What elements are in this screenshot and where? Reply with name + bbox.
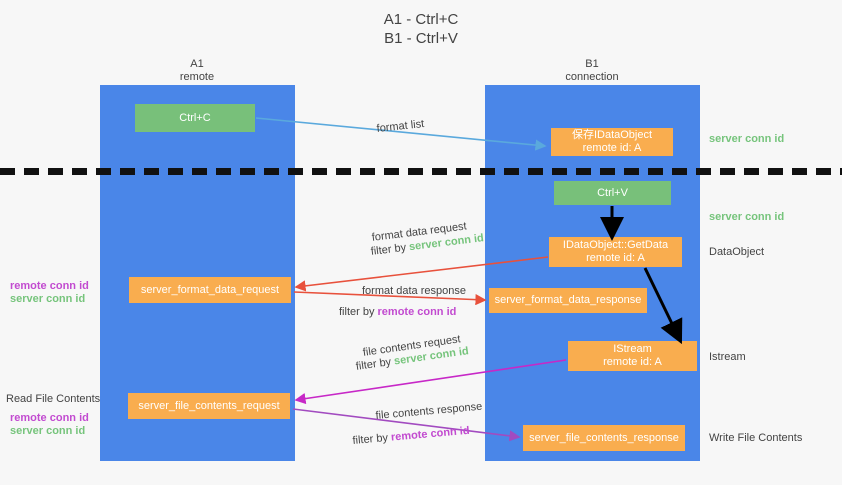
lane-b1-role: connection — [565, 71, 619, 83]
label-format-data-response: format data response — [362, 285, 466, 297]
label-format-data-response-filter: filter by remote conn id — [339, 305, 456, 320]
left-label-server-conn-id-bottom: server conn id — [10, 425, 86, 437]
box-server-format-data-request[interactable]: server_format_data_request — [129, 277, 291, 303]
dashed-divider — [0, 168, 842, 175]
lane-header-b1: B1 connection — [492, 58, 692, 84]
title-line-1: A1 - Ctrl+C — [383, 11, 459, 28]
filter-prefix: filter by — [355, 355, 395, 373]
box-idataobject-getdata-line1: IDataObject::GetData — [562, 239, 669, 251]
label-format-list: format list — [376, 118, 425, 135]
lane-a1-name: A1 — [190, 58, 204, 70]
box-istream-line2: remote id: A — [603, 356, 662, 368]
right-label-data-object: DataObject — [709, 246, 765, 258]
right-label-server-conn-id-mid: server conn id — [709, 211, 785, 223]
lane-a1-role: remote — [179, 71, 215, 83]
box-server-file-contents-response[interactable]: server_file_contents_response — [523, 425, 685, 451]
right-label-write-file-contents: Write File Contents — [709, 432, 803, 444]
box-ctrl-v[interactable]: Ctrl+V — [554, 181, 671, 205]
box-server-file-contents-request[interactable]: server_file_contents_request — [128, 393, 290, 419]
title-line-2: B1 - Ctrl+V — [384, 30, 458, 47]
lane-header-a1: A1 remote — [97, 58, 297, 84]
right-label-istream: Istream — [709, 351, 746, 363]
lane-b1-name: B1 — [585, 58, 599, 70]
filter-key-remote-conn-id: remote conn id — [377, 306, 457, 318]
left-label-remote-conn-id-mid: remote conn id — [10, 280, 89, 292]
box-server-format-data-response[interactable]: server_format_data_response — [489, 288, 647, 313]
box-server-format-data-response-label: server_format_data_response — [494, 294, 642, 306]
left-label-server-conn-id-mid: server conn id — [10, 293, 86, 305]
box-ole-set-clipboard-line2: remote id: A — [582, 142, 642, 154]
right-label-server-conn-id-top: server conn id — [709, 133, 785, 145]
box-server-format-data-request-label: server_format_data_request — [140, 283, 280, 296]
box-ole-set-clipboard[interactable]: 保存IDataObject remote id: A — [551, 128, 673, 156]
box-istream-line1: IStream — [613, 343, 652, 355]
box-idataobject-getdata-line2: remote id: A — [586, 252, 645, 264]
box-ole-set-clipboard-line1: 保存IDataObject — [571, 129, 653, 141]
filter-prefix: filter by — [370, 241, 410, 258]
box-server-file-contents-request-label: server_file_contents_request — [138, 399, 280, 412]
left-label-read-file-contents: Read File Contents — [6, 393, 101, 405]
filter-prefix: filter by — [352, 431, 392, 447]
box-idataobject-getdata[interactable]: IDataObject::GetData remote id: A — [549, 237, 682, 267]
label-file-contents-response-filter: filter by remote conn id — [352, 424, 470, 449]
filter-key-remote-conn-id: remote conn id — [390, 424, 471, 444]
box-ctrl-c-label: Ctrl+C — [179, 111, 211, 124]
left-label-remote-conn-id-bottom: remote conn id — [10, 412, 89, 424]
box-server-file-contents-response-label: server_file_contents_response — [529, 431, 679, 444]
box-ctrl-v-label: Ctrl+V — [597, 186, 628, 199]
filter-prefix: filter by — [339, 306, 378, 318]
label-file-contents-response: file contents response — [375, 400, 483, 422]
box-istream[interactable]: IStream remote id: A — [568, 341, 697, 371]
box-ctrl-c[interactable]: Ctrl+C — [135, 104, 255, 132]
page-title: A1 - Ctrl+C B1 - Ctrl+V — [0, 10, 842, 48]
